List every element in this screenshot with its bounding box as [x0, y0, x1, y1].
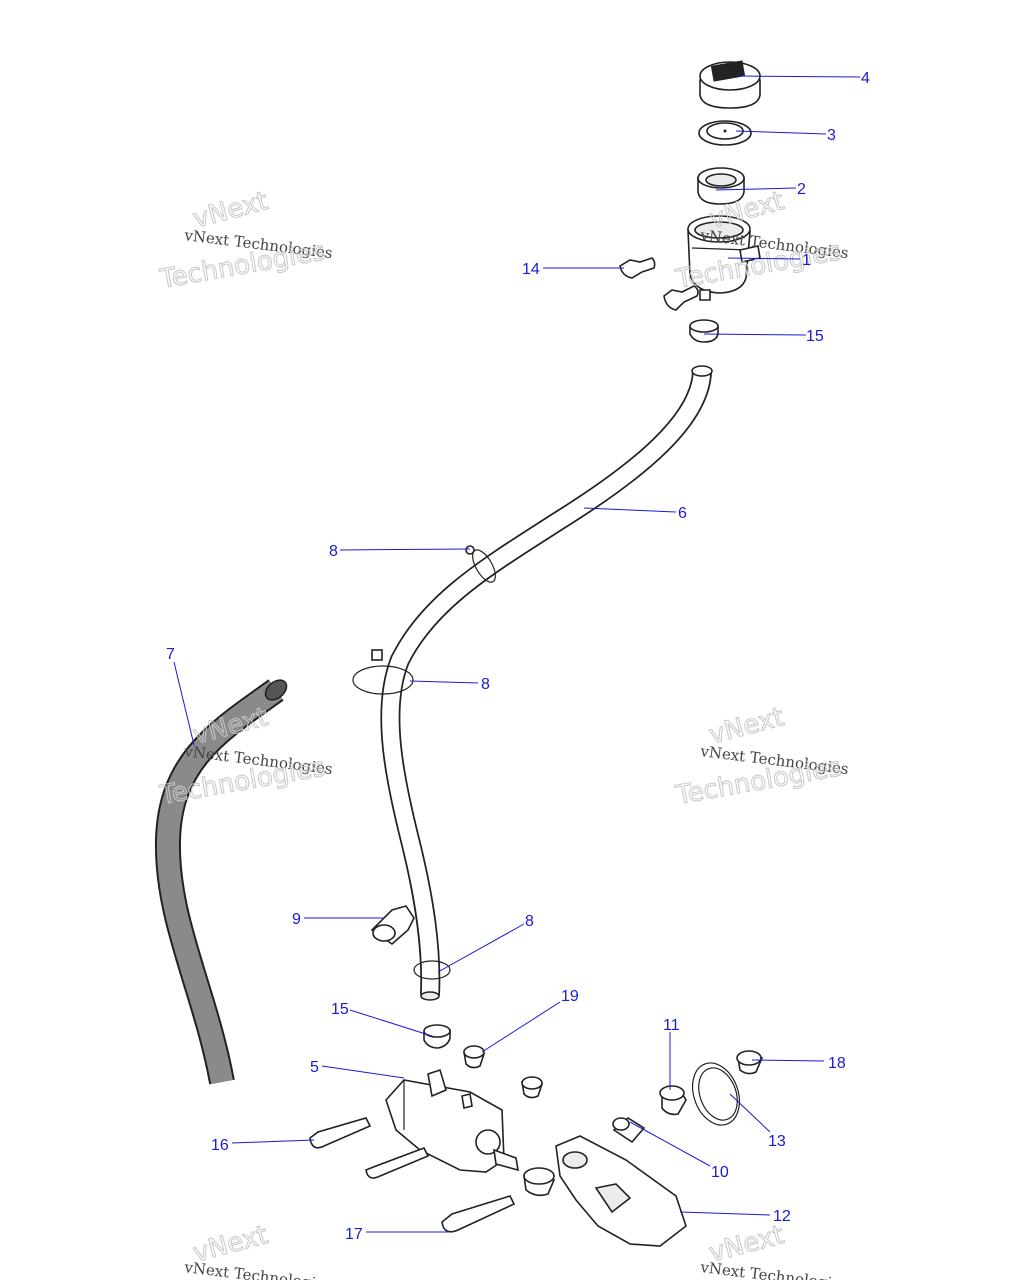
- callout-4: 4: [861, 70, 870, 87]
- leader-2: [715, 187, 797, 191]
- callout-16: 16: [211, 1137, 229, 1154]
- callout-14: 14: [522, 261, 540, 278]
- part-clamp-lower: [423, 1024, 451, 1049]
- callout-7: 7: [166, 646, 175, 663]
- callout-1: 1: [802, 252, 811, 269]
- leader-18: [751, 1059, 825, 1062]
- part-bracket-9: [370, 905, 415, 946]
- leader-15a: [703, 333, 807, 336]
- callout-8-upper: 8: [329, 543, 338, 560]
- part-clips-8: [352, 545, 496, 980]
- callout-15-upper: 15: [806, 328, 824, 345]
- callout-2: 2: [797, 181, 806, 198]
- callout-18: 18: [828, 1055, 846, 1072]
- callout-5: 5: [310, 1059, 319, 1076]
- part-bushing-18: [736, 1050, 764, 1075]
- part-brake-line: [380, 365, 713, 1001]
- leader-8b: [409, 680, 479, 684]
- leader-lines: [173, 75, 861, 1233]
- leader-5: [321, 1065, 405, 1079]
- callout-19: 19: [561, 988, 579, 1005]
- watermark-group: vNext vNext Technologies Technologies vN…: [157, 186, 850, 1280]
- callout-15-lower: 15: [331, 1001, 349, 1018]
- part-bushing-19: [463, 1045, 486, 1069]
- part-bolt-14: [619, 257, 699, 311]
- leader-8a: [339, 548, 471, 551]
- leader-19: [481, 1001, 561, 1053]
- part-clamp-upper: [689, 319, 719, 343]
- callout-labels: 4 3 2 1 14 15 6 8 8 7 9 8 19 15 11 18 5 …: [166, 70, 870, 1243]
- part-bolt-17: [441, 1195, 516, 1233]
- callout-9: 9: [292, 911, 301, 928]
- part-sleeve-11: [659, 1085, 687, 1116]
- callout-17: 17: [345, 1226, 363, 1243]
- callout-6: 6: [678, 505, 687, 522]
- part-cap: [699, 60, 761, 109]
- part-reservoir: [687, 215, 761, 301]
- part-washer: [523, 1167, 556, 1197]
- part-lever-12: [555, 1135, 687, 1247]
- callout-8-middle: 8: [481, 676, 490, 693]
- watermark-line2: vNext Technologies: [183, 1258, 334, 1280]
- leader-7: [173, 661, 195, 746]
- leader-6: [583, 507, 677, 513]
- part-bolt-16: [309, 1117, 430, 1179]
- part-spring-13: [692, 1062, 740, 1126]
- leader-16: [231, 1139, 315, 1144]
- part-bushing-small: [521, 1076, 544, 1099]
- leader-10: [629, 1121, 711, 1167]
- callout-3: 3: [827, 127, 836, 144]
- callout-13: 13: [768, 1133, 786, 1150]
- leader-8c: [437, 923, 525, 973]
- callout-10: 10: [711, 1164, 729, 1181]
- part-ring: [697, 167, 745, 205]
- callout-12: 12: [773, 1208, 791, 1225]
- leader-15b: [349, 1009, 433, 1037]
- part-diaphragm: [698, 120, 752, 146]
- watermark-line2: vNext Technologies: [699, 1258, 850, 1280]
- leader-13: [729, 1093, 771, 1133]
- part-pin-10: [612, 1117, 646, 1144]
- part-master-cylinder: [385, 1068, 519, 1173]
- callout-8-lower: 8: [525, 913, 534, 930]
- leader-3: [735, 130, 827, 135]
- leader-12: [679, 1211, 771, 1216]
- leader-4: [737, 75, 861, 78]
- leader-1: [727, 257, 801, 260]
- callout-11: 11: [663, 1017, 680, 1034]
- part-hose: [154, 679, 288, 1085]
